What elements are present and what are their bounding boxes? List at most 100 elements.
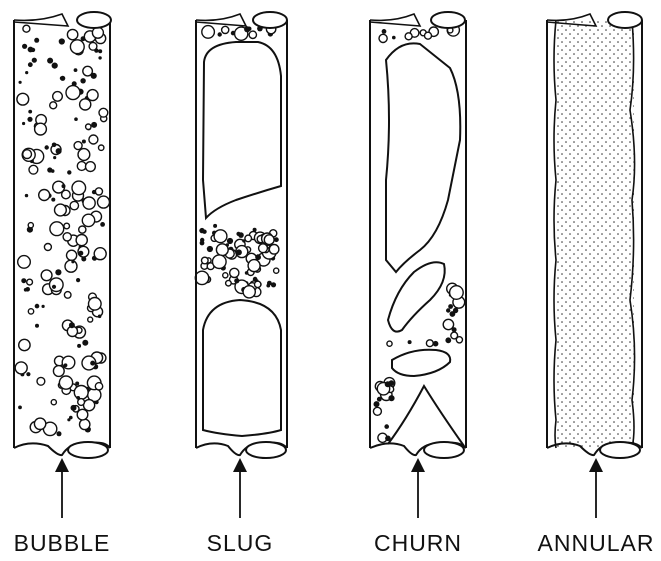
bubble-dot <box>255 281 261 287</box>
bubble-dot <box>67 250 77 260</box>
bubble-dot <box>95 188 102 195</box>
bubble-tube-bottom-cap <box>14 442 110 458</box>
bubble-dot <box>74 68 78 72</box>
bubble-dot <box>64 292 71 299</box>
bubble-dot <box>98 49 102 53</box>
bubble-dot <box>69 322 75 328</box>
bubble-dot <box>384 424 389 429</box>
bubble-dot <box>274 268 279 273</box>
bubble-dot <box>22 122 25 125</box>
bubble-dot <box>77 344 81 348</box>
bubble-dot <box>446 308 450 312</box>
bubble-dot <box>47 58 53 64</box>
bubble-dot <box>199 228 204 233</box>
bubble-dot <box>87 90 98 101</box>
slug-taylor-bubble-upper <box>203 42 281 218</box>
bubble-dot <box>50 278 64 292</box>
bubble-dot <box>19 339 30 350</box>
bubble-dot <box>63 233 71 241</box>
bubble-dot <box>62 356 75 369</box>
bubble-dot <box>55 204 67 216</box>
bubble-dot <box>29 165 38 174</box>
bubble-dot <box>236 249 242 255</box>
bubble-dot <box>52 63 58 69</box>
bubble-dot <box>51 198 55 202</box>
bubble-dot <box>405 33 412 40</box>
bubble-dot <box>223 273 228 278</box>
annular-inflow-arrow <box>589 458 603 518</box>
bubble-dot <box>51 169 55 173</box>
bubble-dot <box>70 201 78 209</box>
bubble-dot <box>42 305 45 308</box>
bubble-dot <box>28 62 33 67</box>
bubble-dot <box>388 395 394 401</box>
bubble-dot <box>55 269 61 275</box>
bubble-dot <box>228 240 231 243</box>
bubble-dot <box>80 419 90 429</box>
bubble-dot <box>450 286 464 300</box>
bubble-tube <box>14 12 111 518</box>
bubble-dot <box>79 226 86 233</box>
bubble-dot <box>374 401 380 407</box>
bubble-dot <box>200 241 205 246</box>
bubble-dot <box>67 170 71 174</box>
bubble-dot <box>21 278 26 283</box>
bubble-dot <box>202 26 215 39</box>
bubble-dot <box>249 31 256 38</box>
bubble-dot <box>35 324 39 328</box>
bubble-dot <box>41 270 52 281</box>
bubble-dot <box>238 232 244 238</box>
bubble-tube-bubbles <box>15 25 109 436</box>
bubble-dot <box>26 372 30 376</box>
bubble-dot <box>242 239 245 242</box>
bubble-dot <box>98 315 102 319</box>
bubble-dot <box>426 340 433 347</box>
bubble-dot <box>98 196 110 208</box>
churn-tube <box>370 12 466 518</box>
bubble-dot <box>71 405 77 411</box>
annular-gas-core <box>556 20 634 448</box>
bubble-dot <box>89 298 102 311</box>
bubble-dot <box>385 381 391 387</box>
bubble-dot <box>226 280 232 286</box>
bubble-dot <box>74 142 82 150</box>
bubble-dot <box>53 92 63 102</box>
slug-inflow-arrow <box>233 458 247 518</box>
bubble-dot <box>83 197 95 209</box>
bubble-dot <box>78 251 83 256</box>
bubble-dot <box>60 77 63 80</box>
bubble-dot <box>392 36 396 40</box>
bubble-dot <box>27 279 33 285</box>
slug-tube-bottom-cap <box>196 442 287 458</box>
bubble-dot <box>71 260 74 263</box>
bubble-dot <box>45 145 49 149</box>
bubble-dot <box>32 58 37 63</box>
bubble-dot <box>253 228 257 232</box>
bubble-dot <box>213 224 217 228</box>
bubble-dot <box>453 308 458 313</box>
bubble-dot <box>88 317 93 322</box>
bubble-dot <box>82 140 86 144</box>
bubble-dot <box>62 184 66 188</box>
slug-label: SLUG <box>165 530 315 556</box>
bubble-dot <box>91 122 97 128</box>
bubble-dot <box>213 255 227 269</box>
bubble-dot <box>74 386 88 400</box>
bubble-dot <box>222 26 229 33</box>
bubble-dot <box>425 32 432 39</box>
bubble-dot <box>80 78 85 83</box>
bubble-dot <box>247 27 252 32</box>
bubble-dot <box>83 66 93 76</box>
bubble-dot <box>86 162 96 172</box>
bubble-dot <box>82 340 88 346</box>
bubble-inflow-arrow <box>55 458 69 518</box>
bubble-dot <box>22 44 27 49</box>
bubble-dot <box>59 376 72 389</box>
bubble-dot <box>92 190 96 194</box>
bubble-dot <box>82 214 94 226</box>
churn-label: CHURN <box>343 530 493 556</box>
bubble-dot <box>51 400 56 405</box>
bubble-dot <box>248 260 260 272</box>
bubble-dot <box>28 309 33 314</box>
